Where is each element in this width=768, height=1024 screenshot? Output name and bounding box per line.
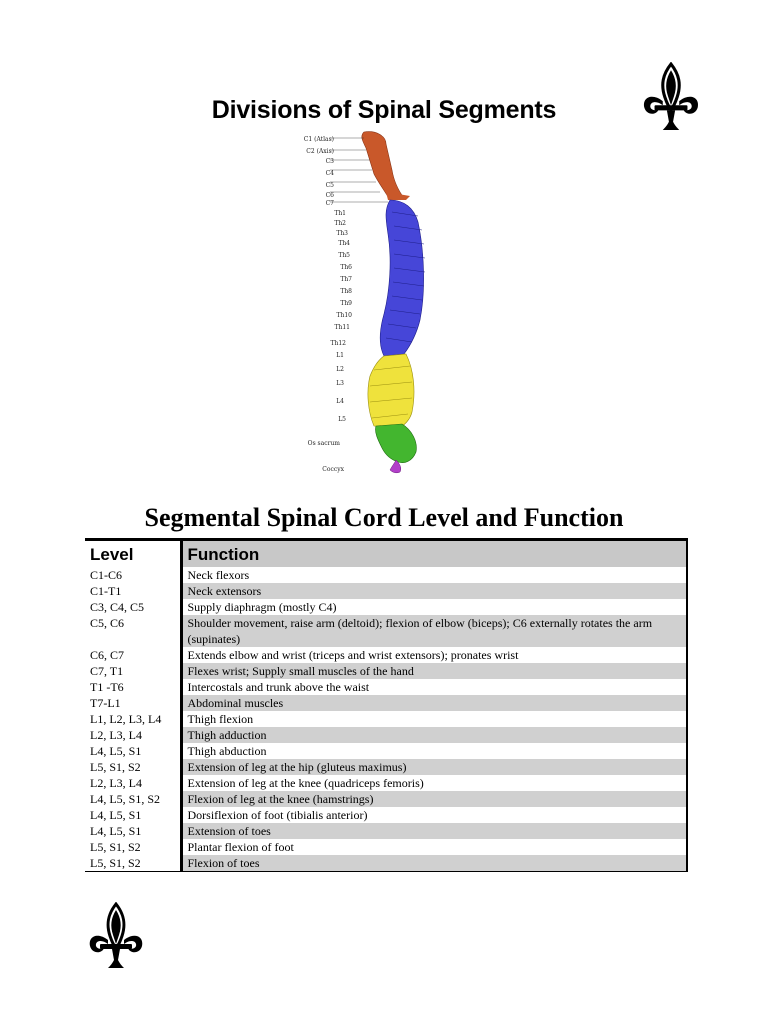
table-row: C1-C6 Neck flexors [85, 567, 688, 583]
vertebra-label: Th1 [334, 210, 346, 217]
level-cell: C6, C7 [90, 648, 125, 662]
level-cell: L1, L2, L3, L4 [90, 712, 162, 726]
level-cell: L5, S1, S2 [85, 855, 181, 872]
level-cell: L2, L3, L4 [90, 776, 142, 790]
vertebra-label: Th12 [330, 340, 346, 347]
vertebra-label: Th10 [336, 312, 352, 319]
function-cell: Flexion of leg at the knee (hamstrings) [179, 791, 688, 807]
vertebra-label: L4 [336, 398, 344, 405]
vertebra-label: C1 (Atlas) [303, 136, 334, 143]
fleur-de-lis-icon [89, 902, 143, 968]
level-cell: L2, L3, L4 [90, 728, 142, 742]
function-cell: Extension of toes [179, 823, 688, 839]
vertebra-label: Th2 [334, 220, 346, 227]
level-cell: C5, C6 [90, 616, 125, 630]
lumbar-vertebrae [367, 353, 415, 429]
vertebra-label: Th4 [338, 240, 350, 247]
table-row: T1 -T6 Intercostals and trunk above the w… [85, 679, 688, 695]
function-cell: Dorsiflexion of foot (tibialis anterior) [179, 807, 688, 823]
column-header-level: Level [85, 538, 181, 567]
level-cell: C7, T1 [90, 664, 124, 678]
table-row: C3, C4, C5 Supply diaphragm (mostly C4) [85, 599, 688, 615]
table-row: L4, L5, S1 Extension of toes [85, 823, 688, 839]
vertebra-label: Os sacrum [307, 440, 340, 447]
function-cell: Thigh flexion [179, 711, 688, 727]
table-row: L2, L3, L4 Extension of leg at the knee (… [85, 775, 688, 791]
function-cell: Extension of leg at the hip (gluteus max… [179, 759, 688, 775]
function-cell: Shoulder movement, raise arm (deltoid); … [179, 615, 688, 647]
table-row: L4, L5, S1, S2 Flexion of leg at the knee… [85, 791, 688, 807]
vertebra-label: Th7 [340, 276, 352, 283]
function-cell: Flexion of toes [179, 855, 688, 872]
function-cell: Supply diaphragm (mostly C4) [179, 599, 688, 615]
page-title: Divisions of Spinal Segments [211, 96, 557, 124]
table-row: C6, C7 Extends elbow and wrist (triceps a… [85, 647, 688, 663]
vertebra-label: L5 [338, 416, 346, 423]
level-cell: L5, S1, S2 [90, 840, 141, 854]
vertebra-label: Coccyx [322, 466, 344, 473]
table-row: L2, L3, L4 Thigh adduction [85, 727, 688, 743]
table-header-row: Level Function [85, 538, 688, 567]
function-cell: Extension of leg at the knee (quadriceps… [179, 775, 688, 791]
thoracic-vertebrae [379, 199, 426, 357]
column-header-function: Function [179, 538, 688, 567]
fleur-de-lis-icon [643, 62, 699, 130]
table-row: L5, S1, S2 Plantar flexion of foot [85, 839, 688, 855]
vertebra-label: Th3 [336, 230, 348, 237]
vertebra-label: C3 [325, 158, 334, 165]
table-row: L4, L5, S1 Dorsiflexion of foot (tibialis… [85, 807, 688, 823]
level-cell: C1-T1 [90, 584, 122, 598]
level-cell: L4, L5, S1 [90, 824, 142, 838]
function-cell: Neck flexors [179, 567, 688, 583]
level-cell: C1-C6 [90, 568, 123, 582]
table-row: L1, L2, L3, L4 Thigh flexion [85, 711, 688, 727]
table-title: Segmental Spinal Cord Level and Function [144, 503, 624, 532]
table-row: C7, T1 Flexes wrist; Supply small muscles… [85, 663, 688, 679]
vertebra-label: Th5 [338, 252, 350, 259]
level-cell: T7-L1 [90, 696, 121, 710]
vertebra-label: Th8 [340, 288, 352, 295]
sacrum [375, 423, 417, 463]
vertebra-label: L2 [336, 366, 344, 373]
table-row: L4, L5, S1 Thigh abduction [85, 743, 688, 759]
function-cell: Extends elbow and wrist (triceps and wri… [179, 647, 688, 663]
vertebra-label: C5 [325, 182, 334, 189]
function-cell: Thigh adduction [179, 727, 688, 743]
function-cell: Plantar flexion of foot [179, 839, 688, 855]
vertebra-label: Th9 [340, 300, 352, 307]
vertebra-label: L1 [336, 352, 344, 359]
function-cell: Flexes wrist; Supply small muscles of th… [179, 663, 688, 679]
level-cell: L4, L5, S1 [90, 744, 142, 758]
vertebra-label: L3 [336, 380, 344, 387]
table-row: C5, C6 Shoulder movement, raise arm (delt… [85, 615, 688, 647]
spine-illustration [330, 131, 426, 474]
vertebra-label: Th6 [340, 264, 352, 271]
function-cell: Neck extensors [179, 583, 688, 599]
vertebra-label: C4 [325, 170, 334, 177]
level-cell: C3, C4, C5 [90, 600, 145, 614]
vertebra-label: Th11 [334, 324, 350, 331]
table-row: C1-T1 Neck extensors [85, 583, 688, 599]
level-cell: L4, L5, S1, S2 [90, 792, 161, 806]
level-cell: L4, L5, S1 [90, 808, 142, 822]
function-cell: Thigh abduction [179, 743, 688, 759]
table-row: T7-L1 Abdominal muscles [85, 695, 688, 711]
level-cell: T1 -T6 [90, 680, 124, 694]
vertebra-label: C7 [325, 200, 334, 207]
level-cell: L5, S1, S2 [90, 760, 141, 774]
function-cell: Abdominal muscles [179, 695, 688, 711]
coccyx [389, 459, 402, 474]
vertebra-label: C2 (Axis) [306, 148, 334, 155]
function-cell: Intercostals and trunk above the waist [179, 679, 688, 695]
table-row: L5, S1, S2 Extension of leg at the hip (g… [85, 759, 688, 775]
vertebra-label: C6 [325, 192, 334, 199]
cervical-vertebrae [361, 131, 410, 201]
